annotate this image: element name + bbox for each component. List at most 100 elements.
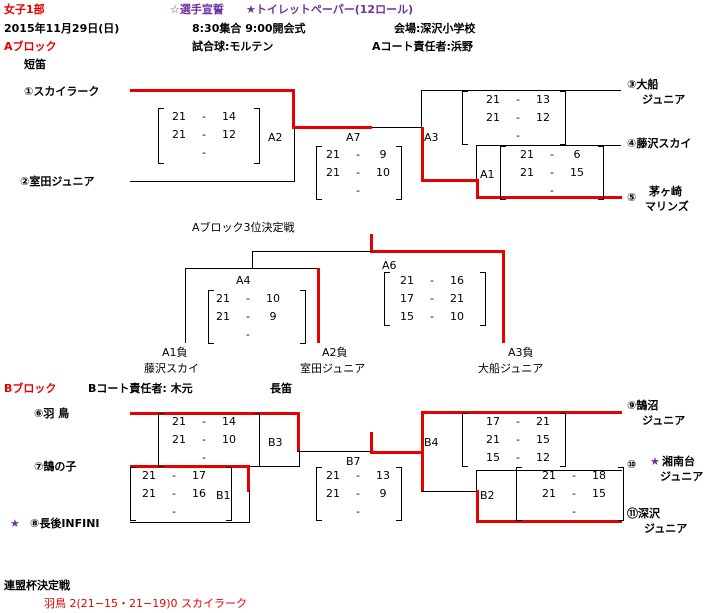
b3-lower-line [248,466,300,467]
a4-score-box [208,290,306,344]
match-a2: A2 [268,131,283,144]
final-label: 連盟杯決定戦 [4,579,70,592]
b3-bracket [299,450,300,466]
team-9: ⑨鵠沼 [627,399,659,412]
b1-win-vertical [247,465,250,492]
a2-loser-red-vertical [317,268,320,343]
match-b1: B1 [216,489,231,502]
third-place-label: Aブロック3位決定戦 [192,221,295,234]
b3-scores: 21-14 21-10 - [172,415,236,464]
team-10-line2: ジュニア [660,470,704,483]
a6-black-line [252,251,372,252]
match-b3: B3 [268,436,283,449]
a3-red-line [421,179,476,182]
loser-a1-team: 藤沢スカイ [144,362,199,375]
team-10-star: ★ [650,455,660,468]
loser-a1: A1負 [162,346,188,359]
final-result: 羽鳥 2(21−15・21−19)0 スカイラーク [44,597,247,610]
loser-a2: A2負 [322,346,348,359]
a7-scores: 21-9 21-10 - [326,148,390,197]
a4-scores: 21-10 21-9 - [216,292,280,341]
b7-score-box [316,467,402,521]
a-court-manager: Aコート責任者:浜野 [372,40,473,53]
a3-score-box [462,91,566,145]
team-11-line2: ジュニア [644,522,688,535]
a6-score-box [384,272,486,326]
team-4-line [476,145,621,146]
a2-win-vertical [292,89,295,129]
team-7-win-line [130,465,250,468]
a-block-label: Aブロック [4,40,57,53]
team-3-line2: ジュニア [642,93,686,106]
team-11: ⑪深沢 [627,507,660,520]
a1-score-box [500,146,604,200]
team-5: 茅ヶ崎 [649,185,682,198]
a3-scores: 21-13 21-12 - [486,93,550,142]
page-title: 女子1部 [4,3,45,16]
b7-red-line [370,451,424,454]
b2-scores: 21-18 21-15 - [542,469,606,518]
team-2-line [130,181,295,182]
a3-loser-red-vertical [502,250,505,343]
team-9-win-line [421,411,622,414]
team-10: 湘南台 [662,455,695,468]
team-7: ⑦鵠の子 [34,460,77,473]
b2-score-box [516,467,624,521]
team-5-win-line [476,196,622,199]
b2-red-vertical [476,490,479,523]
a7-black-line [372,127,422,128]
a6-scores: 21-16 17-21 15-10 [400,274,464,323]
event-date: 2015年11月29日(日) [4,22,120,35]
team-10-number: ⑩ [627,458,637,471]
a4-bracket-top [185,268,320,269]
b7-win-vertical [370,432,373,453]
a-whistle: 短笛 [24,58,46,71]
team-9-line2: ジュニア [642,414,686,427]
loser-a2-team: 室田ジュニア [300,362,366,375]
match-ball: 試合球:モルテン [192,40,274,53]
team-10-line [476,470,622,471]
b4-score-box [462,413,566,467]
a6-red-line [370,250,505,253]
team-1: ①スカイラーク [24,85,100,98]
match-b4: B4 [424,436,439,449]
team-4: ④藤沢スカイ [627,137,692,150]
b4-scores: 17-21 21-15 15-12 [486,415,550,464]
a1-loser-vertical [185,268,186,343]
b-whistle: 長笛 [270,382,292,395]
a1-red-vertical [476,179,479,199]
b1-bracket [249,490,250,522]
b4-red-vertical [421,412,424,492]
match-a6: A6 [382,259,397,272]
b3-score-box [158,413,260,467]
b3-win-vertical [297,412,300,452]
a1-bracket [476,145,477,197]
b-court-manager: Bコート責任者: 木元 [88,382,193,395]
team-5-line2: マリンズ [645,200,689,213]
team-6: ⑥羽 鳥 [34,407,70,420]
b7-scores: 21-13 21-9 - [326,469,390,518]
a7-score-box [316,146,402,200]
team-3: ③大船 [627,78,659,91]
event-venue: 会場:深沢小学校 [394,22,476,35]
loser-a3: A3負 [508,346,534,359]
a2-bracket [294,128,295,182]
a4-top-stem [252,251,253,268]
team-3-line [421,90,621,91]
team-8-line [130,522,250,523]
oath-note: ☆選手宣誓 [170,3,224,16]
match-b7: B7 [346,455,361,468]
team-6-win-line [130,412,300,415]
team-5-number: ⑤ [627,191,637,204]
a2-scores: 21-14 21-12 - [172,110,236,159]
team-11-win-line [476,520,622,523]
b1-score-box [130,467,232,521]
team-1-win-line [130,89,295,92]
a7-red-line [292,126,372,129]
match-a7: A7 [346,131,361,144]
match-b2: B2 [480,489,495,502]
match-a1: A1 [480,168,495,181]
b1-scores: 21-17 21-16 - [142,469,206,518]
prize-note: ★トイレットペーパー(12ロール) [246,3,414,16]
b7-left-line [297,451,373,452]
